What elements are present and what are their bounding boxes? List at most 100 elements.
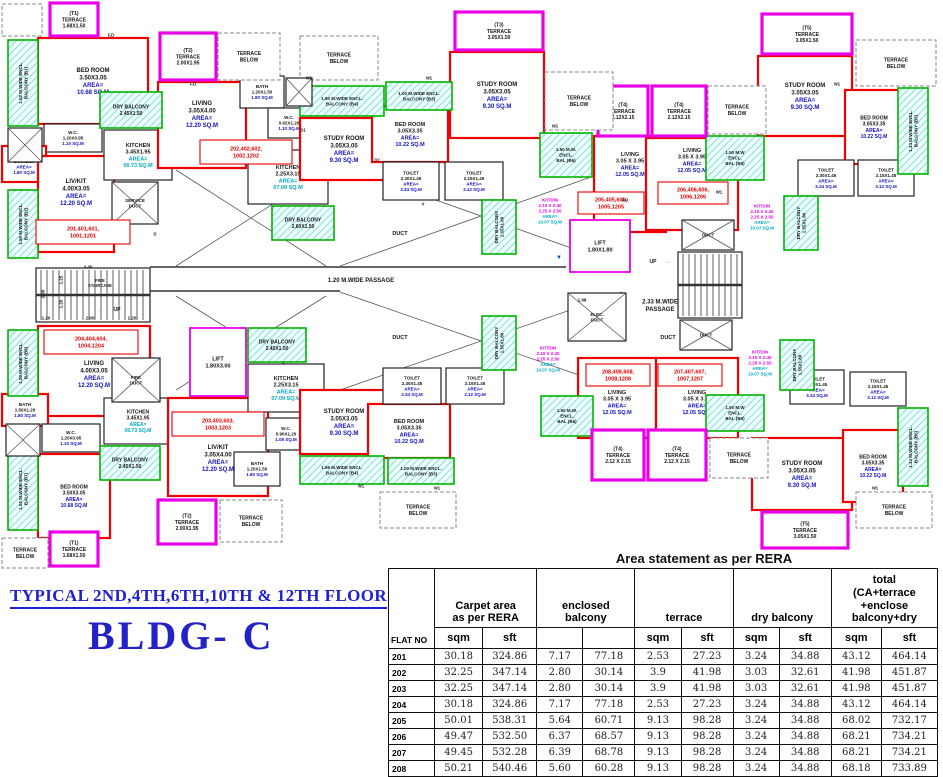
value-cell: 34.88 — [778, 712, 832, 729]
svg-text:DRY BALCONY: DRY BALCONY — [796, 207, 801, 240]
svg-text:2.25 X 2.50: 2.25 X 2.50 — [536, 357, 560, 362]
svg-text:1.52 M.WIDE ENCL.: 1.52 M.WIDE ENCL. — [18, 62, 23, 104]
value-cell: 347.14 — [482, 664, 538, 681]
svg-text:KIT/DIN: KIT/DIN — [540, 346, 556, 351]
svg-text:AREA=: AREA= — [621, 165, 640, 171]
svg-text:TERRACE: TERRACE — [406, 505, 431, 511]
svg-text:LIVING: LIVING — [84, 361, 104, 367]
door-label: D1 — [300, 127, 306, 132]
svg-text:1.50 M.W.: 1.50 M.W. — [556, 147, 576, 152]
passage-label: 1.20 M.WIDE PASSAGE — [328, 278, 394, 284]
window-label: W1 — [834, 81, 841, 86]
svg-text:208,408,608,: 208,408,608, — [602, 370, 635, 376]
encl-balcony-b6: 1.50 M.W.ENCL.BAL (B6) — [540, 395, 594, 437]
flat-number-201: 201,401,601,1001,1201 — [35, 219, 131, 245]
svg-text:AREA=: AREA= — [192, 116, 213, 122]
svg-text:(T2): (T2) — [183, 48, 193, 54]
svg-text:1.25: 1.25 — [59, 275, 64, 284]
svg-text:1.50 M.WIDE ENCL.: 1.50 M.WIDE ENCL. — [18, 203, 23, 245]
svg-text:4.00X3.05: 4.00X3.05 — [62, 186, 90, 192]
svg-text:FIRE: FIRE — [95, 278, 105, 283]
svg-text:ENCL.: ENCL. — [728, 411, 742, 416]
value-cell: 347.14 — [482, 680, 538, 697]
svg-text:DRY BALCONY: DRY BALCONY — [112, 458, 149, 464]
value-cell: 32.25 — [434, 680, 484, 697]
door-label: F.D — [622, 197, 628, 202]
svg-text:TERRACE: TERRACE — [62, 547, 87, 553]
svg-text:AREA=: AREA= — [795, 98, 816, 104]
svg-text:AREA=: AREA= — [403, 181, 419, 186]
svg-text:2.00X1.95: 2.00X1.95 — [176, 526, 199, 532]
svg-text:1.20X0.95: 1.20X0.95 — [61, 436, 82, 441]
svg-text:FIRE: FIRE — [131, 375, 141, 380]
svg-text:F.D: F.D — [622, 197, 628, 202]
dim-label: 2.00 — [86, 316, 95, 321]
svg-text:3.05X3.05: 3.05X3.05 — [330, 143, 358, 149]
svg-text:205,405,605,: 205,405,605, — [595, 198, 628, 204]
svg-text:TOILET: TOILET — [403, 170, 419, 175]
flat-no-cell: 204 — [387, 696, 436, 713]
encl-balcony-b1: 1.52 M.WIDE ENCL.BALCONY (B1) — [7, 39, 39, 127]
dim-label: 2.60 — [41, 289, 46, 298]
value-cell: 3.03 — [732, 680, 780, 697]
floor-title: TYPICAL 2ND,4TH,6TH,10TH & 12TH FLOOR — [10, 586, 388, 609]
value-cell: 5.64 — [536, 712, 584, 729]
svg-text:W1: W1 — [426, 75, 433, 80]
flat-no-cell: 205 — [387, 712, 436, 729]
svg-text:3.45X1.95: 3.45X1.95 — [125, 150, 150, 156]
svg-text:AREA=: AREA= — [542, 214, 558, 219]
flat-number-203: 203,403,603,1003,1203 — [171, 411, 265, 437]
svg-text:AREA=: AREA= — [400, 432, 419, 438]
window-label: W1 — [306, 75, 313, 80]
svg-text:1.55X1.80: 1.55X1.80 — [499, 216, 504, 237]
svg-text:AREA=: AREA= — [277, 389, 296, 395]
svg-text:2.10 X 2.40: 2.10 X 2.40 — [748, 355, 772, 360]
svg-text:TOILET: TOILET — [809, 376, 825, 381]
svg-text:2.15X1.45: 2.15X1.45 — [465, 381, 486, 386]
svg-text:BED ROOM: BED ROOM — [77, 68, 110, 74]
svg-text:1.98: 1.98 — [578, 298, 587, 303]
svg-text:2.45X1.50: 2.45X1.50 — [119, 464, 142, 470]
svg-text:BELOW: BELOW — [730, 459, 749, 465]
svg-text:BELOW: BELOW — [330, 59, 349, 65]
value-cell: 98.28 — [680, 712, 734, 729]
value-cell: 6.39 — [536, 744, 584, 761]
svg-text:V: V — [422, 201, 425, 206]
dim-label: 1.20 — [128, 316, 137, 321]
svg-text:SERVICE: SERVICE — [125, 198, 145, 203]
value-cell: 34.88 — [778, 760, 832, 777]
value-cell: 98.28 — [680, 728, 734, 745]
svg-text:1.80X3.00: 1.80X3.00 — [205, 363, 230, 369]
svg-text:AREA=: AREA= — [608, 403, 627, 409]
svg-text:DRY BALCONY: DRY BALCONY — [494, 211, 499, 244]
duct-label: DUCT — [392, 231, 408, 237]
svg-text:DUCT: DUCT — [702, 233, 715, 238]
flat-no-cell: 202 — [387, 664, 436, 681]
encl-balcony-b8: 1.50 M.WIDE ENCL.BALCONY (B8) — [7, 329, 39, 397]
flat-no-cell: 208 — [387, 760, 436, 777]
value-cell: 50.21 — [434, 760, 484, 777]
value-cell: 34.88 — [778, 744, 832, 761]
svg-text:10.68 SQ.M: 10.68 SQ.M — [77, 90, 109, 96]
value-cell: 3.9 — [634, 664, 682, 681]
svg-text:BATH: BATH — [251, 461, 263, 466]
staircase — [677, 251, 743, 319]
svg-text:W.C.: W.C. — [68, 130, 78, 135]
value-cell: 451.87 — [880, 664, 939, 681]
svg-text:BALCONY (B3): BALCONY (B3) — [403, 96, 436, 101]
